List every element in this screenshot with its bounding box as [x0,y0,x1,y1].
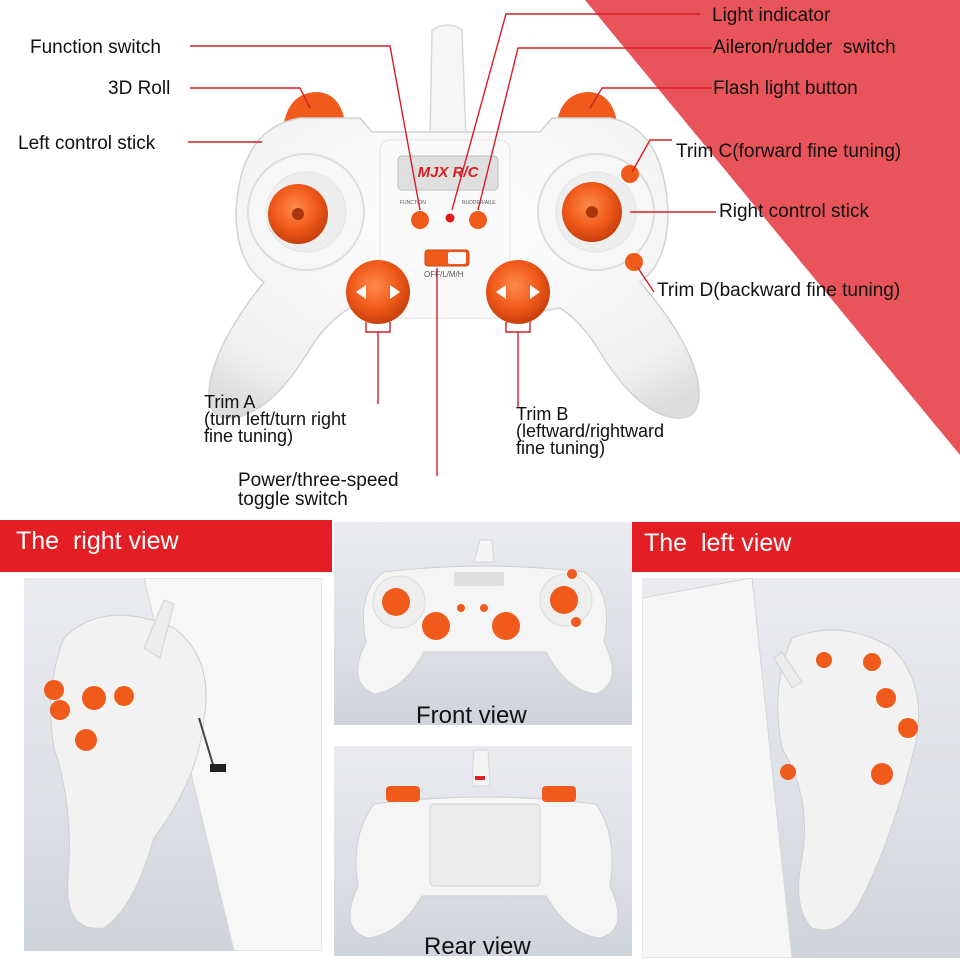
label-power-switch: Power/three-speed toggle switch [238,470,399,510]
right-view-band: The right view [0,520,332,572]
label-light-indicator: Light indicator [712,5,831,26]
trim-c-button [621,165,639,183]
corner-decoration [585,0,960,455]
label-right-control-stick: Right control stick [719,201,869,222]
right-view-photo [24,578,322,951]
brand-plate [397,155,499,191]
label-flash-light-button: Flash light button [713,78,858,99]
antenna [429,24,467,141]
function-switch [411,211,429,229]
aileron-rudder-switch [469,211,487,229]
label-left-control-stick: Left control stick [18,133,156,154]
label-trim-d: Trim D(backward fine tuning) [657,280,901,301]
rear-view-caption: Rear view [424,933,531,960]
trim-b-button [486,260,550,324]
label-trim-c: Trim C(forward fine tuning) [676,141,902,162]
power-switch-label: OFF/L/M/H [424,270,464,279]
function-button-label: FUNCTION [400,200,426,206]
leader-lines [188,13,716,476]
trim-d-button [625,253,643,271]
left-view-title: The left view [644,529,792,557]
light-indicator [445,213,455,223]
right-view-title: The right view [16,527,179,555]
trim-a-button [346,260,410,324]
label-function-switch: Function switch [30,37,161,58]
rudder-button-label: RUDDER/AILE [462,200,496,206]
controller-diagram [188,0,960,476]
front-view-photo [334,522,632,725]
label-trim-b: Trim B (leftward/rightward fine tuning) [516,404,665,458]
left-view-photo [642,578,960,958]
rear-view-photo [334,746,632,956]
label-aileron-rudder-switch: Aileron/rudder switch [713,37,896,58]
label-3d-roll: 3D Roll [108,78,171,99]
brand-logo: MJX R/C [417,164,479,181]
label-trim-a: Trim A (turn left/turn right fine tuning… [204,392,347,446]
left-view-band: The left view [632,522,960,572]
front-view-caption: Front view [416,702,527,729]
